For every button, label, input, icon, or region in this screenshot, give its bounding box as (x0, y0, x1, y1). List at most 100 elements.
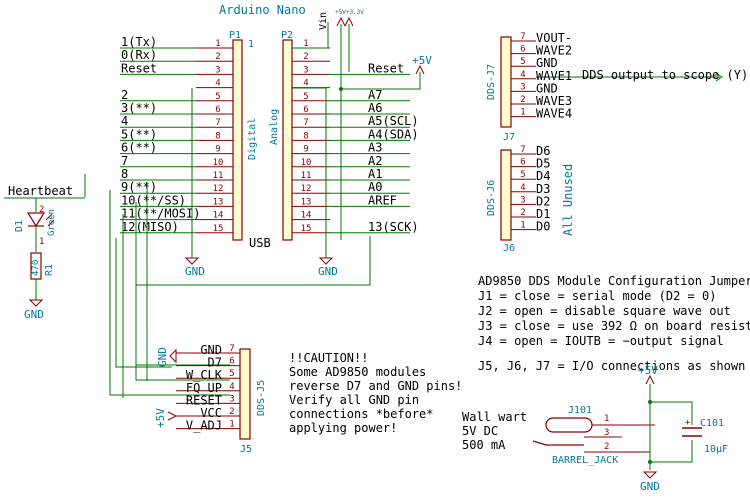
p2-pin-number: 14 (301, 211, 312, 221)
j5-pin-number: 2 (229, 407, 234, 417)
gnd-symbol-j5 (169, 348, 177, 364)
p1-signal-label: 4 (121, 114, 128, 128)
p1-pin-number: 11 (213, 171, 224, 181)
p1-pin-number: 4 (215, 79, 220, 89)
jack-value: BARREL_JACK (552, 455, 618, 466)
p1-pin-number: 8 (215, 131, 220, 141)
p1-pin-number: 5 (215, 92, 220, 102)
j6-pins-signal-label: D0 (536, 220, 550, 234)
j6-pins-signal-label: D2 (536, 194, 550, 208)
j5-signal-label: D7 (208, 356, 222, 370)
j5-ref: J5 (240, 444, 252, 455)
p1-pin-number: 10 (213, 158, 224, 168)
p2-pin-number: 8 (303, 131, 308, 141)
j7-pins-signal-label: WAVE3 (536, 94, 572, 108)
gnd-label-j5: GND (156, 347, 169, 367)
j5-pin-number: 7 (229, 344, 234, 354)
j7-pins-signal-label: WAVE4 (536, 107, 572, 121)
j6-pins-signal-label: D4 (536, 169, 550, 183)
j6-side-label: DDS-J6 (486, 180, 497, 216)
p2-pin-number: 11 (301, 171, 312, 181)
p1-pin-number: 14 (213, 211, 224, 221)
gnd-symbol-p1: GND (184, 88, 205, 278)
wallwart-line-3: 500 mA (462, 438, 506, 452)
resistor-value: 470 (31, 260, 41, 276)
j7-output-note: DDS output to scope (Y) (582, 68, 748, 82)
config-notes: AD9850 DDS Module Configuration Jumpers … (478, 274, 750, 373)
resistor-ref: R1 (44, 264, 55, 276)
j6-pins-pin-number: 1 (520, 221, 525, 231)
j5-pin-number: 3 (229, 394, 234, 404)
p1-pin-number: 9 (215, 145, 220, 155)
p2-ref: P2 (281, 30, 293, 41)
p1-signal-label: Reset (121, 61, 157, 75)
j7-pins-pin-number: 4 (520, 70, 525, 80)
j5-signal-label: RESET (186, 393, 222, 407)
p1-signal-label: 3(**) (121, 101, 157, 115)
p2-pin-number: 4 (303, 79, 308, 89)
j7-pins-signal-label: WAVE1 (536, 69, 572, 83)
caution-line-5: connections *before* (289, 407, 434, 421)
vin-rails-label: +5V+3.3V (335, 9, 364, 16)
gnd-symbol-p2: GND (292, 87, 338, 278)
plus5v-label-j5: +5V (154, 408, 167, 428)
led-ref: D1 (14, 220, 25, 232)
j7-pins-pin-number: 1 (520, 108, 525, 118)
j6-connector: DDS-J6 J6 All Unused (486, 149, 575, 254)
p2-signal-label: A0 (368, 180, 382, 194)
caution-line-2: Some AD9850 modules (289, 365, 426, 379)
j5-signal-label: GND (200, 343, 222, 357)
led-pin2: 2 (39, 205, 44, 215)
j6-pins-signal-label: D1 (536, 207, 550, 221)
p1-signal-label: 1(Tx) (121, 35, 157, 49)
p1-signal-label: 10(**/SS) (121, 193, 186, 207)
p2-pin-number: 9 (303, 145, 308, 155)
j6-pins-signal-label: D5 (536, 157, 550, 171)
caution-line-1: !!CAUTION!! (289, 351, 368, 365)
j5-pin-number: 5 (229, 369, 234, 379)
j6-pins-pin-number: 5 (520, 170, 525, 180)
p2-connector: P2 Analog (269, 30, 293, 241)
j7-pins-pin-number: 3 (520, 82, 525, 92)
config-line-4: J4 = open = IOUTB = −output signal (478, 334, 724, 348)
p1-signal-label: 2 (121, 88, 128, 102)
plus5v-label-wallwart: +5V (638, 364, 658, 377)
j5-side-label: DDS-J5 (256, 380, 267, 416)
j5-signal-label: VCC (200, 406, 222, 420)
j5-pin-number: 1 (229, 420, 234, 430)
p2-signal-label: A7 (368, 88, 382, 102)
p1-pin-rows: 11(Tx)20(Rx)3Reset45263(**)7485(**)96(**… (120, 35, 233, 234)
p2-pin-number: 6 (303, 105, 308, 115)
p1-signal-label: 8 (121, 167, 128, 181)
j6-unused-label: All Unused (561, 164, 575, 236)
p2-pin-number: 10 (301, 158, 312, 168)
p2-signal-label: AREF (368, 193, 397, 207)
p2-pin-number: 12 (301, 184, 312, 194)
p2-pin-number: 5 (303, 92, 308, 102)
config-heading: AD9850 DDS Module Configuration Jumpers (478, 274, 750, 288)
j6-pins-pin-number: 3 (520, 195, 525, 205)
plus5v-symbol-j5 (167, 411, 178, 421)
p1-pin-number: 2 (215, 52, 220, 62)
j7-pins-signal-label: GND (536, 81, 558, 95)
gnd-label-p1: GND (185, 265, 205, 278)
j5-signal-label: V_ADJ (186, 419, 222, 433)
j6-pins-signal-label: D6 (536, 144, 550, 158)
config-line-3: J3 = close = use 392 Ω on board resistor (478, 319, 750, 333)
p2-pin-number: 13 (301, 197, 312, 207)
plus5v-label-p2: +5V (412, 54, 432, 67)
j6-ref: J6 (503, 243, 515, 254)
p1-pin1-marker: 1 (248, 39, 254, 50)
p2-pin-number: 15 (301, 224, 312, 234)
p2-pin-number: 3 (303, 65, 308, 75)
j6-pins-pin-number: 7 (520, 145, 525, 155)
j7-pins-pin-number: 2 (520, 95, 525, 105)
svg-text:+: + (685, 418, 691, 428)
p1-side-label: Digital (247, 118, 258, 160)
p1-pin-number: 13 (213, 197, 224, 207)
wires-to-j5 (84, 174, 371, 398)
led-value: Green (47, 209, 57, 236)
